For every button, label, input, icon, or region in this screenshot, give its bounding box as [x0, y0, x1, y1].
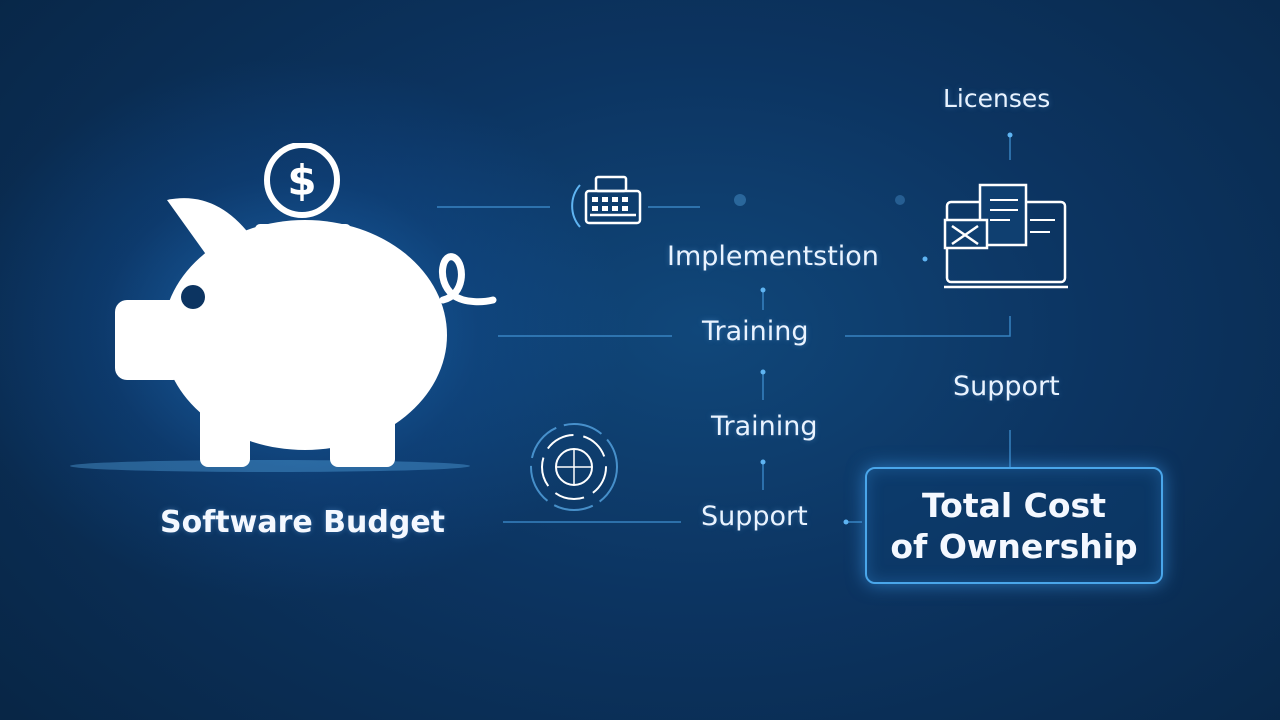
label-training-upper: Training	[702, 316, 809, 347]
dollar-coin-icon: $	[264, 143, 340, 218]
tco-box: Total Cost of Ownership	[865, 467, 1163, 584]
label-software-budget: Software Budget	[160, 505, 446, 540]
label-licenses: Licenses	[943, 84, 1051, 113]
globe-icon	[530, 423, 618, 511]
tco-line2: of Ownership	[890, 526, 1138, 566]
connector-training-documents	[845, 316, 1011, 337]
piggy-bank-icon	[115, 198, 497, 467]
tco-line1: Total Cost	[922, 485, 1106, 525]
cash-register-icon	[571, 175, 642, 228]
documents-monitor-icon	[943, 183, 1068, 289]
coin-slot-icon	[255, 224, 351, 236]
label-training-lower: Training	[711, 411, 818, 442]
label-support-lower: Support	[701, 501, 808, 532]
label-support-right: Support	[953, 371, 1060, 402]
label-implementation: Implementstion	[667, 241, 879, 272]
coin-symbol: $	[287, 156, 316, 205]
